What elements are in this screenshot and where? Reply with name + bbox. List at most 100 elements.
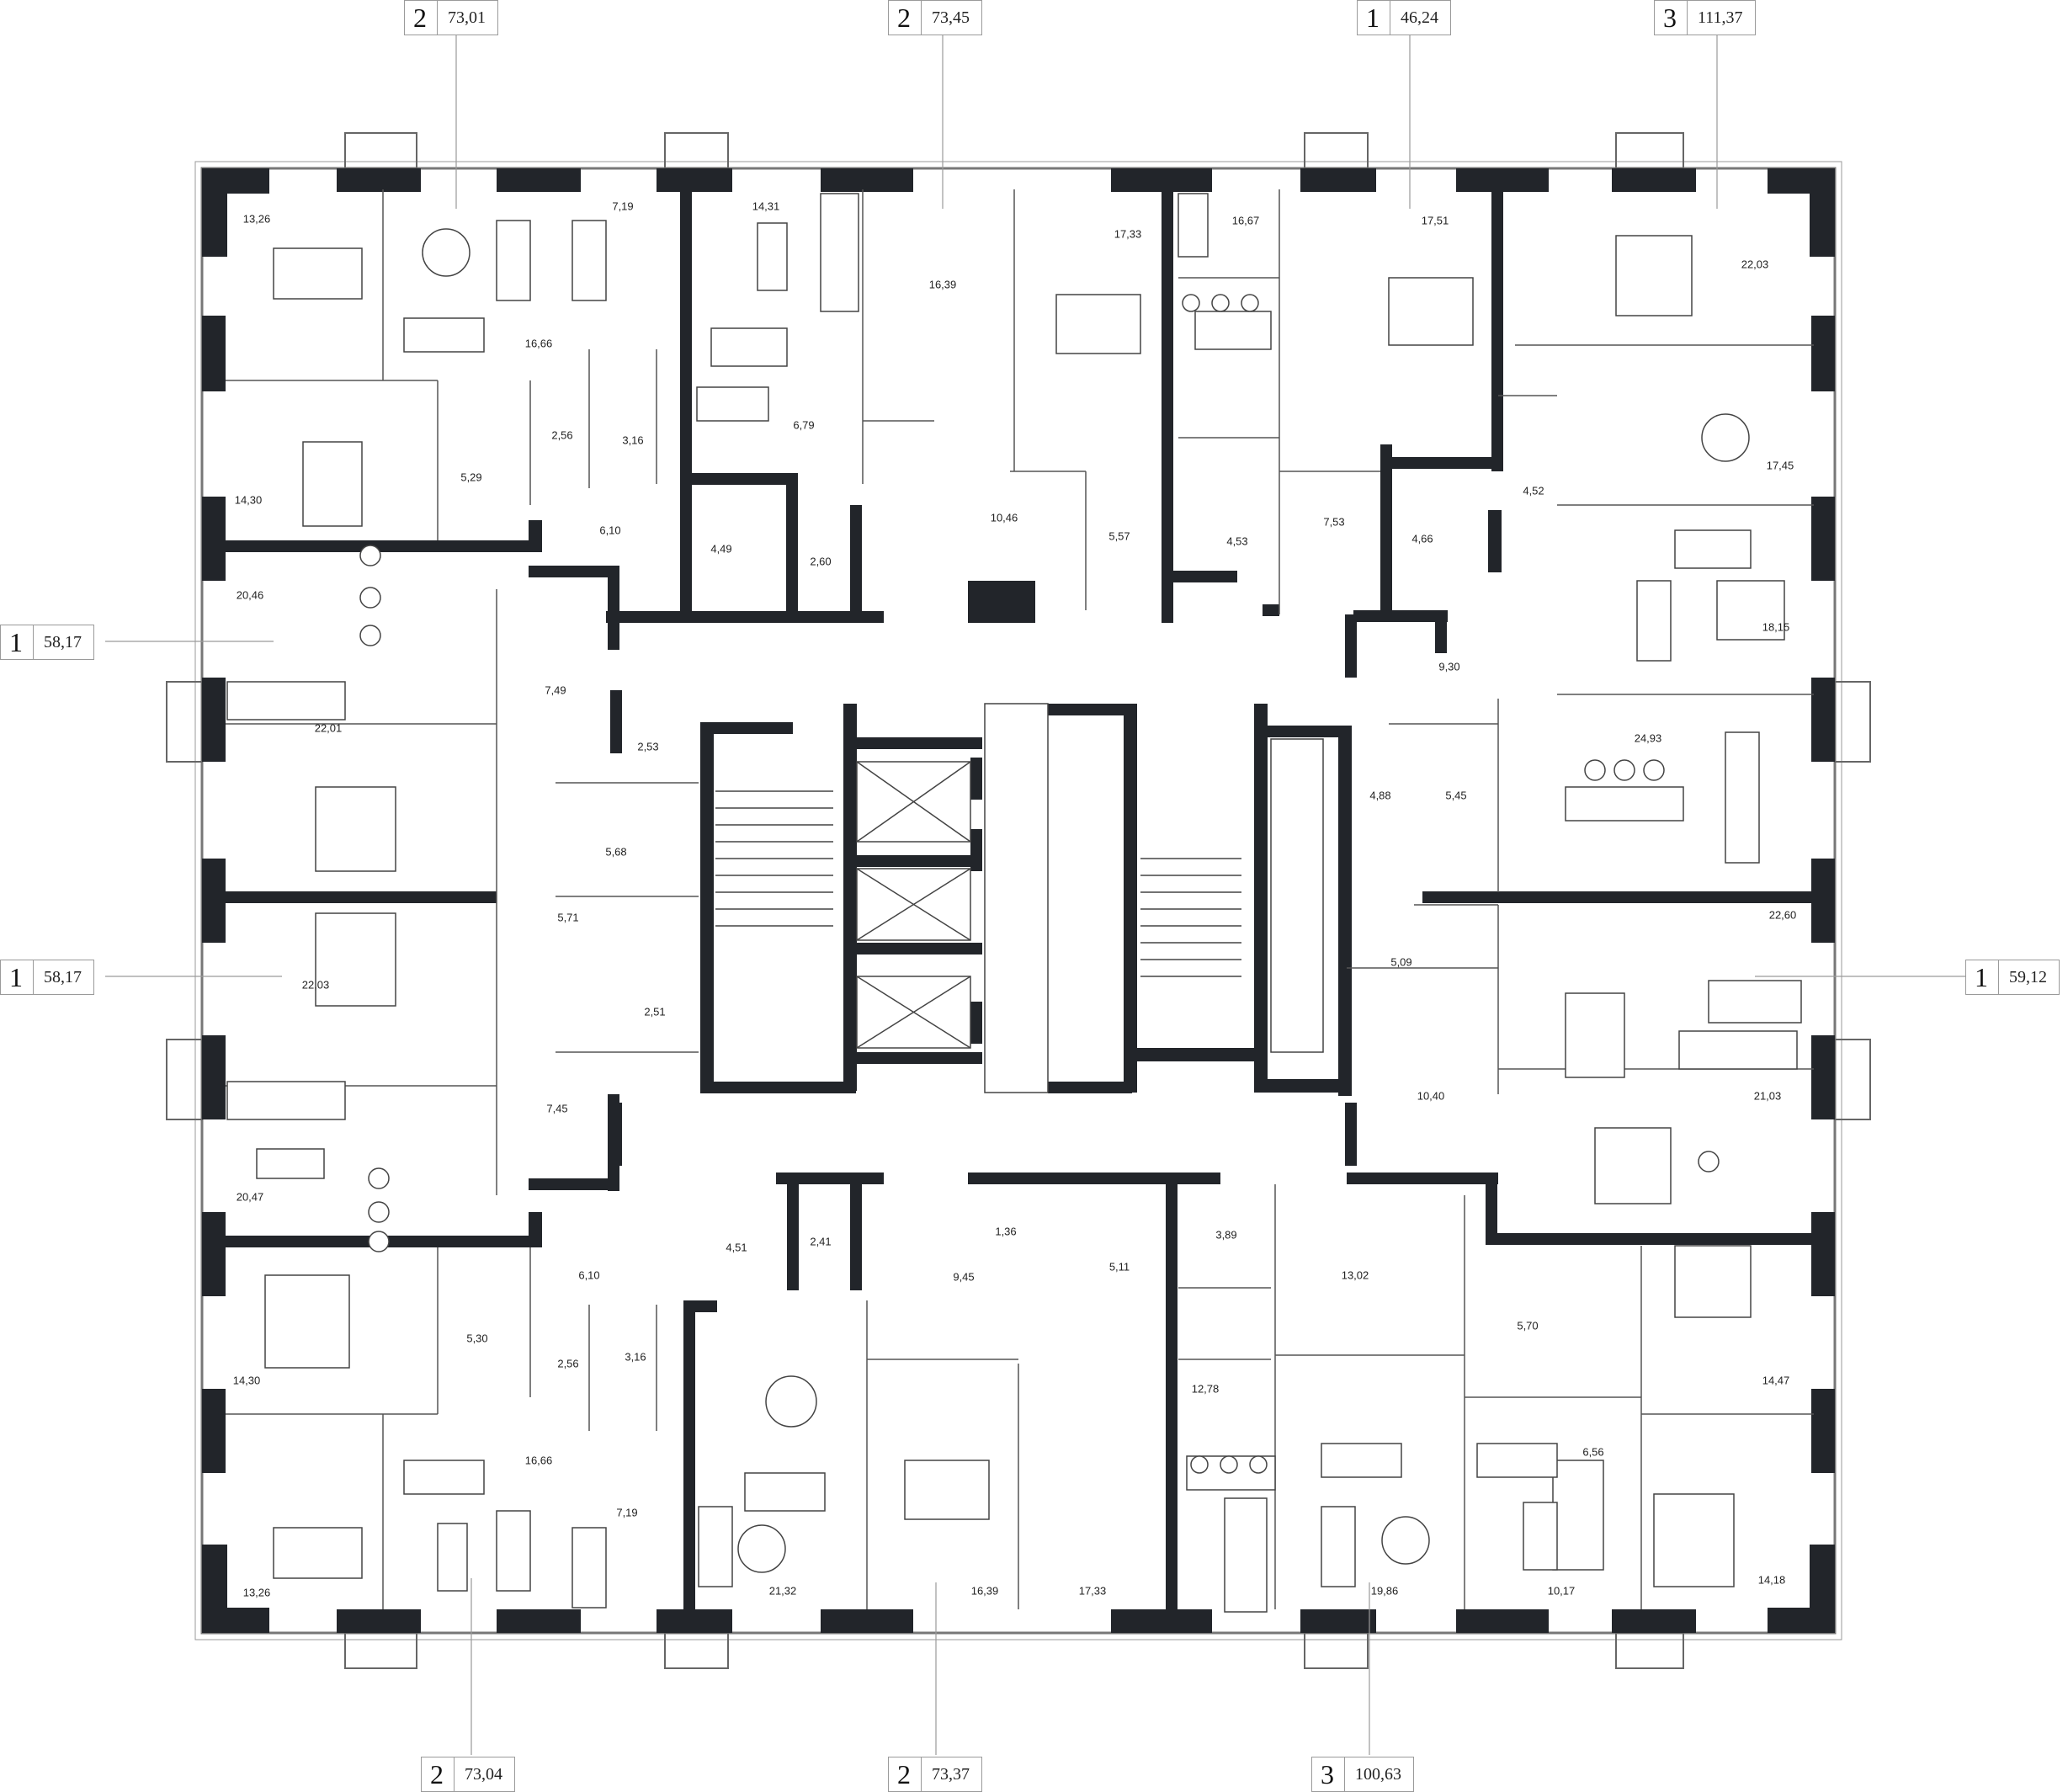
room-area-label: 6,10 [578,1268,600,1282]
room-area-label: 16,39 [970,1584,999,1598]
room-area-label: 5,68 [605,845,627,859]
room-area-label: 13,02 [1341,1268,1369,1282]
apartment-callout[interactable]: 2 73,45 [888,0,982,35]
apartment-area: 73,37 [932,1764,970,1784]
room-area-label: 7,49 [545,683,566,697]
room-area-label: 6,10 [599,524,621,537]
room-area-label: 16,39 [928,278,957,291]
room-area-label: 3,89 [1215,1228,1237,1242]
apartment-rooms: 2 [422,1757,455,1791]
apartment-callout[interactable]: 1 59,12 [1965,960,2060,995]
facade-piers [202,168,1835,1633]
apartment-area: 73,01 [448,8,486,27]
furniture-round [359,228,1750,1573]
room-area-label: 13,26 [242,1586,271,1599]
room-area-label: 2,53 [637,740,659,753]
room-area-label: 4,49 [710,542,732,556]
room-area-label: 2,41 [810,1235,832,1248]
room-area-label: 7,19 [612,199,634,213]
room-area-label: 5,29 [460,471,482,484]
room-area-label: 4,66 [1411,532,1433,545]
interior-walls [223,189,1818,1620]
room-area-label: 14,30 [234,493,263,507]
apartment-rooms: 2 [889,1757,922,1791]
room-area-label: 7,53 [1323,515,1345,529]
room-area-label: 17,45 [1766,459,1794,472]
room-area-label: 7,45 [546,1102,568,1115]
room-area-label: 12,78 [1191,1382,1220,1396]
room-area-label: 20,47 [236,1190,264,1204]
room-area-label: 5,30 [466,1332,488,1345]
room-area-label: 5,70 [1517,1319,1539,1332]
room-area-label: 19,86 [1370,1584,1399,1598]
room-area-label: 6,56 [1582,1445,1604,1459]
room-area-label: 14,18 [1757,1573,1786,1587]
room-area-label: 9,45 [953,1270,975,1284]
room-area-label: 5,71 [557,911,579,924]
apartment-callout[interactable]: 2 73,01 [404,0,498,35]
apartment-rooms: 2 [405,1,438,35]
apartment-callout[interactable]: 3 100,63 [1311,1757,1414,1792]
apartment-callout[interactable]: 2 73,04 [421,1757,515,1792]
room-area-label: 22,01 [314,721,343,735]
apartment-area: 73,45 [932,8,970,27]
room-area-label: 7,19 [616,1506,638,1519]
apartment-rooms: 1 [1,960,34,994]
room-area-label: 2,60 [810,555,832,568]
room-area-label: 3,16 [622,433,644,447]
room-area-label: 17,33 [1078,1584,1107,1598]
room-area-label: 4,88 [1369,789,1391,802]
room-area-label: 17,33 [1114,227,1142,241]
apartment-area: 100,63 [1355,1764,1401,1784]
room-area-label: 24,93 [1634,731,1662,745]
room-area-label: 22,03 [301,978,330,992]
room-area-label: 2,56 [551,428,573,442]
room-area-label: 20,46 [236,588,264,602]
partitions [226,189,1814,1609]
room-area-label: 16,66 [524,337,553,350]
room-area-label: 6,79 [793,418,815,432]
room-area-label: 3,16 [625,1350,646,1364]
apartment-callout[interactable]: 1 58,17 [0,960,94,995]
room-area-label: 22,03 [1741,258,1769,271]
apartment-area: 46,24 [1401,8,1438,27]
furniture-beds [264,235,1752,1587]
room-area-label: 4,53 [1226,534,1248,548]
apartment-area: 58,17 [44,632,82,651]
apartment-rooms: 1 [1358,1,1390,35]
room-area-label: 22,60 [1768,908,1797,922]
apartment-rooms: 1 [1,625,34,659]
apartment-area: 59,12 [2009,967,2047,986]
apartment-callout[interactable]: 1 58,17 [0,625,94,660]
room-area-label: 2,56 [557,1357,579,1370]
apartment-callout[interactable]: 2 73,37 [888,1757,982,1792]
room-area-label: 2,51 [644,1005,666,1018]
apartment-area: 73,04 [465,1764,502,1784]
room-area-label: 18,15 [1762,620,1790,634]
room-area-label: 14,30 [232,1374,261,1387]
apartment-area: 58,17 [44,967,82,986]
room-area-label: 14,31 [752,199,780,213]
apartment-callout[interactable]: 3 111,37 [1654,0,1756,35]
apartment-rooms: 2 [889,1,922,35]
callout-leaders [105,35,1965,1755]
room-area-label: 21,03 [1753,1089,1782,1103]
core [700,703,1352,1096]
room-area-label: 10,40 [1417,1089,1445,1103]
room-area-label: 13,26 [242,212,271,226]
room-area-label: 5,11 [1108,1260,1130,1274]
apartment-area: 111,37 [1698,8,1743,27]
room-area-label: 21,32 [768,1584,797,1598]
room-area-label: 5,45 [1445,789,1467,802]
apartment-callout[interactable]: 1 46,24 [1357,0,1451,35]
room-area-label: 16,66 [524,1454,553,1467]
furniture-misc [226,193,1802,1613]
room-area-label: 1,36 [995,1225,1017,1238]
room-area-label: 5,57 [1108,529,1130,543]
room-area-label: 9,30 [1438,660,1460,673]
apartment-rooms: 3 [1312,1757,1345,1791]
room-area-label: 4,52 [1523,484,1544,497]
apartment-rooms: 1 [1966,960,1999,994]
room-area-label: 5,09 [1390,955,1412,969]
